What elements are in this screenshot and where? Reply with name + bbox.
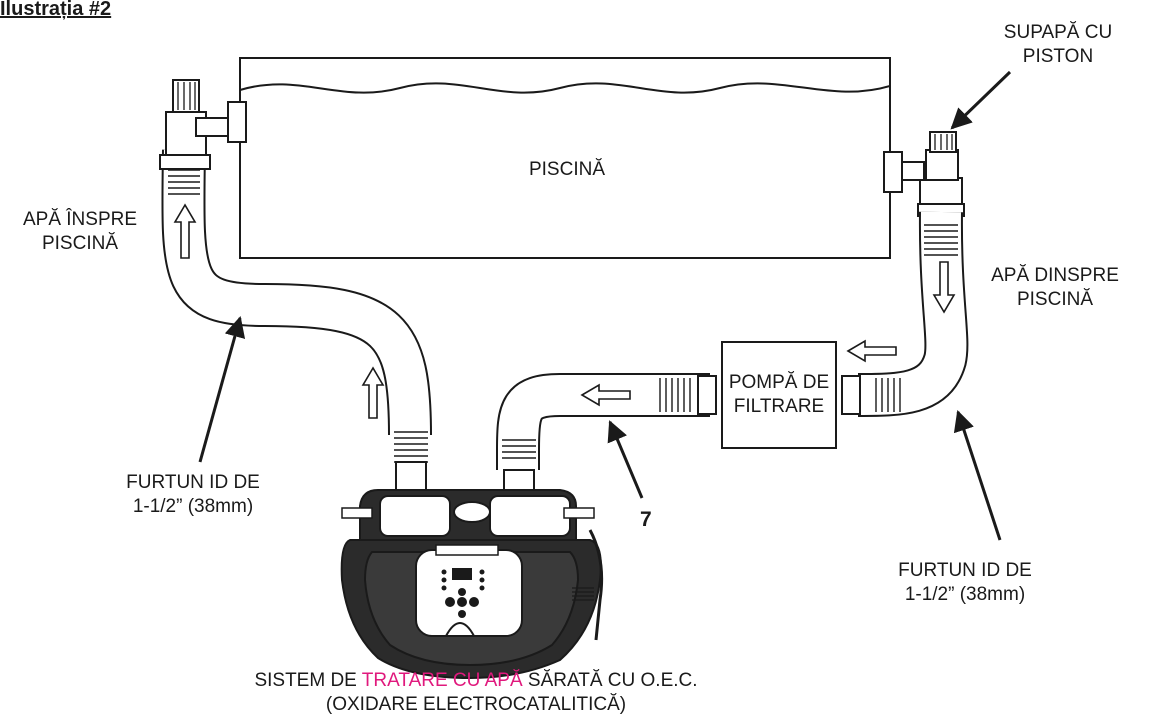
- filter-pump-label: POMPĂ DE FILTRARE: [728, 372, 830, 417]
- piston-valve-label: SUPAPĂ CU PISTON: [1003, 22, 1113, 67]
- system-caption-highlight: TRATARE CU APĂ: [361, 670, 523, 691]
- pool: [239, 57, 891, 259]
- water-surface: [239, 82, 891, 94]
- left-inlet-fitting: [159, 79, 247, 170]
- oec-saltwater-system: [340, 461, 604, 680]
- flow-arrow-up-cell: [361, 366, 385, 419]
- flow-arrow-left-hose: [580, 383, 631, 407]
- flow-arrows: [173, 203, 956, 419]
- pump-outlet-hose: [496, 373, 861, 470]
- callout-arrow-hose-right: [953, 410, 1002, 541]
- callout-number-7: 7: [640, 508, 652, 531]
- flow-arrow-up-left: [173, 203, 197, 259]
- hose-ribs-right: [875, 224, 958, 412]
- callout-arrow-hose-left: [198, 315, 246, 463]
- filter-pump: [721, 341, 837, 449]
- hose-ribs-bottom-left: [394, 431, 428, 463]
- hose-ribs-pump: [502, 378, 691, 459]
- callout-arrows: [198, 70, 1012, 541]
- water-to-pool-label: APĂ ÎNSPRE PISCINĂ: [22, 209, 138, 254]
- water-from-pool-label: APĂ DINSPRE PISCINĂ: [991, 265, 1119, 310]
- piston-valve: [883, 131, 965, 217]
- system-caption: SISTEM DE TRATARE CU APĂ SĂRATĂ CU O.E.C…: [254, 670, 698, 715]
- hose-ribs-top-left: [168, 169, 200, 195]
- hose-left-label: FURTUN ID DE 1-1/2” (38mm): [126, 472, 260, 517]
- illustration-title: Ilustrația #2: [0, 0, 112, 20]
- callout-arrow-seven: [607, 420, 644, 499]
- flow-arrow-left-pump: [846, 339, 897, 363]
- flow-arrow-down-right: [932, 261, 956, 314]
- hose-right-label: FURTUN ID DE 1-1/2” (38mm): [898, 560, 1032, 605]
- callout-arrow-piston-valve: [950, 70, 1012, 130]
- pool-label: PISCINĂ: [528, 159, 606, 180]
